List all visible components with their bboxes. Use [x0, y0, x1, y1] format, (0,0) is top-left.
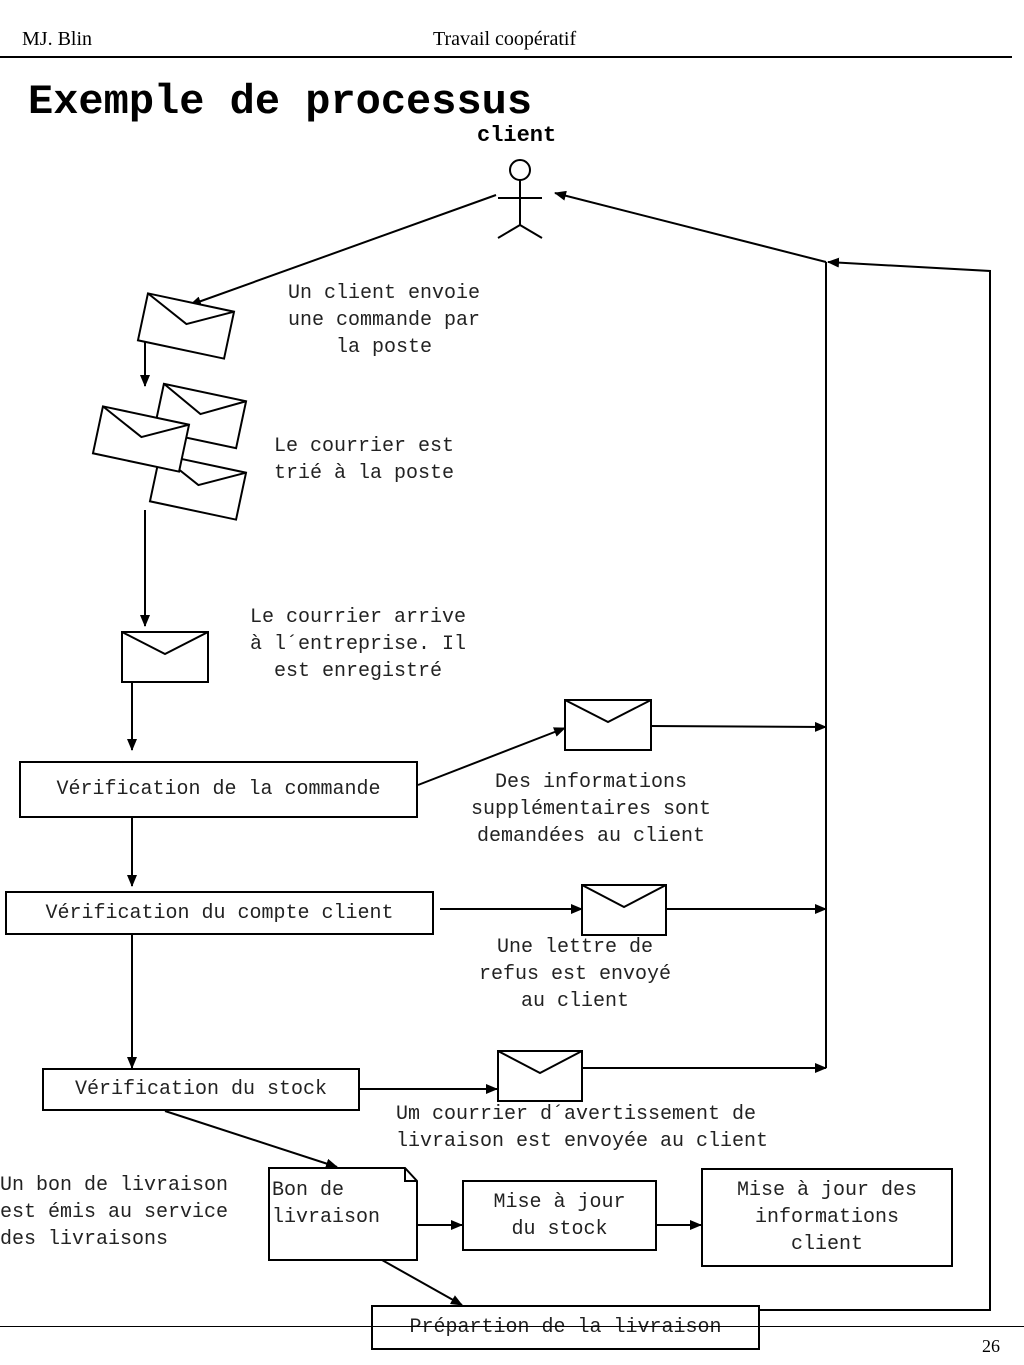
document-bon-livraison: Bon de livraison [272, 1179, 381, 1229]
page-number: 26 [982, 1336, 1000, 1356]
footer-divider [0, 1326, 1024, 1327]
step3-note: Le courrier arrive à l´entreprise. Il es… [249, 606, 467, 683]
box-verification-stock: Vérification du stock [42, 1068, 360, 1111]
slide-title: Exemple de processus [28, 78, 533, 126]
envelope-icon [136, 292, 236, 360]
header-divider [0, 56, 1012, 58]
arrow-info-mail-to-return [649, 721, 827, 732]
box-mise-a-jour-stock: Mise à jour du stock [462, 1180, 657, 1251]
note-lettre-refus: Une lettre de refus est envoyé au client [478, 936, 672, 1013]
arrow-bus-to-client [554, 190, 827, 263]
note-bon-emis: Un bon de livraison est émis au service … [0, 1174, 229, 1251]
note-courrier-avertissement: Um courrier d´avertissement de livraison… [396, 1103, 769, 1153]
box-preparation-livraison: Prépartion de la livraison [371, 1305, 760, 1350]
actor-label: client [477, 123, 557, 148]
client-actor-icon [497, 159, 543, 239]
header-title: Travail coopératif [433, 28, 577, 50]
document-icon [268, 1167, 418, 1261]
envelope-icon [564, 699, 652, 751]
header-author: MJ. Blin [22, 28, 93, 50]
envelope-icon [497, 1050, 583, 1102]
envelope-icon [581, 884, 667, 936]
arrow-stock-to-bon [164, 1110, 338, 1169]
note-informations-supplementaires: Des informations supplémentaires sont de… [470, 771, 712, 848]
box-verification-commande: Vérification de la commande [19, 761, 418, 818]
arrow-bon-to-preparation [381, 1259, 463, 1306]
arrow-client-to-mail [189, 194, 497, 306]
step1-note: Un client envoie une commande par la pos… [287, 282, 481, 359]
step2-note: Le courrier est trié à la poste [274, 435, 455, 485]
return-from-preparation [760, 257, 991, 1311]
envelope-icon [121, 631, 209, 683]
envelope-icon [91, 405, 191, 473]
box-mise-a-jour-informations: Mise à jour des informations client [701, 1168, 953, 1267]
arrow-commande-to-info-mail [417, 727, 566, 786]
box-verification-compte: Vérification du compte client [5, 891, 434, 935]
